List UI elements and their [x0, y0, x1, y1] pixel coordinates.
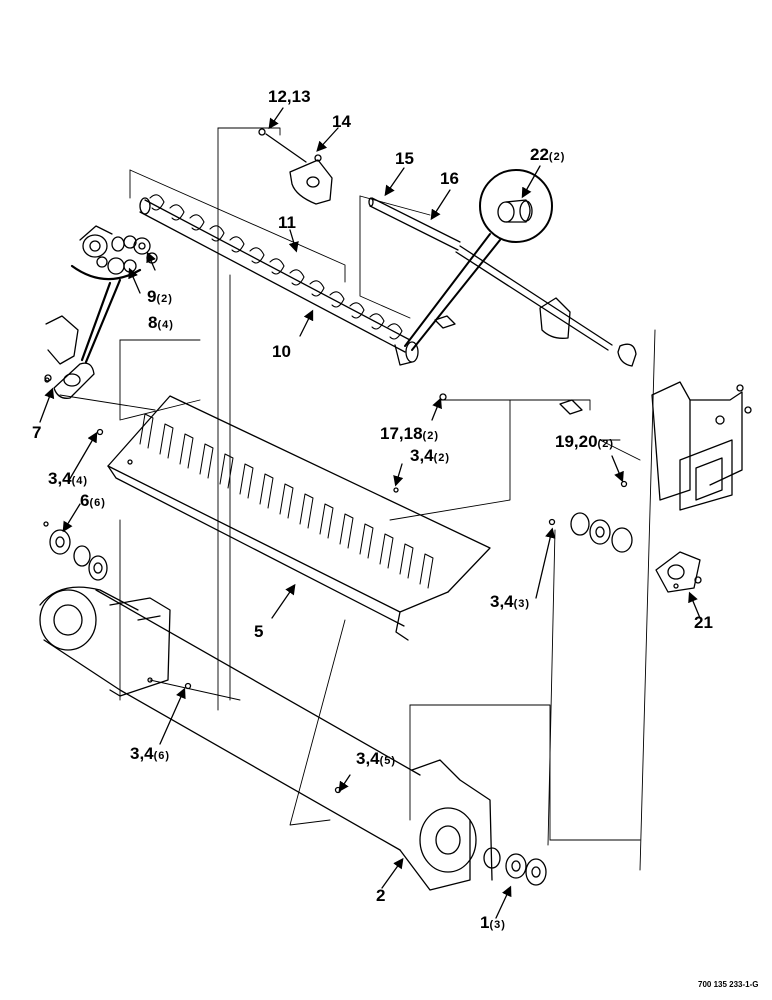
- callout-number: 16: [440, 169, 459, 188]
- callout-number: 9: [147, 287, 157, 306]
- right-bearing-stack: [548, 512, 702, 593]
- callout-1: 1(3): [480, 914, 506, 931]
- bottom-bearing-stack: [483, 847, 547, 886]
- callout-3-4-lower-left: 3,4(6): [130, 745, 170, 762]
- callout-number: 5: [254, 622, 264, 641]
- callout-number: 3,4: [410, 446, 434, 465]
- callout-number: 7: [32, 423, 42, 442]
- callout-2: 2: [376, 887, 385, 904]
- callout-quantity: (2): [597, 438, 614, 450]
- callout-12-13: 12,13: [268, 88, 311, 105]
- callout-17-18: 17,18(2): [380, 425, 439, 442]
- callout-11: 11: [278, 214, 296, 231]
- top-bracket: [258, 128, 333, 205]
- callout-7: 7: [32, 424, 41, 441]
- callout-number: 3,4: [356, 749, 380, 768]
- callout-number: 22: [530, 145, 549, 164]
- callout-3-4-top: 3,4(2): [410, 447, 450, 464]
- callout-3-4-lower-middle: 3,4(5): [356, 750, 396, 767]
- auger-assembly: [139, 194, 419, 366]
- callout-22: 22(2): [530, 146, 565, 163]
- callout-number: 3,4: [490, 592, 514, 611]
- callout-3-4-left: 3,4(4): [48, 470, 88, 487]
- callout-quantity: (6): [153, 750, 171, 762]
- callout-quantity: (4): [71, 475, 89, 487]
- callout-21: 21: [694, 614, 713, 631]
- callout-19-20: 19,20(2): [555, 433, 614, 450]
- callout-number: 12,13: [268, 87, 311, 106]
- callout-number: 6: [80, 491, 90, 510]
- callout-quantity: (6): [89, 497, 106, 509]
- bearing-detail-arc: [70, 264, 142, 364]
- callout-15: 15: [395, 150, 414, 167]
- callout-number: 8: [148, 313, 158, 332]
- callout-number: 19,20: [555, 432, 598, 451]
- leader-arrows: [39, 107, 701, 919]
- callout-3-4-right: 3,4(3): [490, 593, 530, 610]
- callout-quantity: (2): [548, 151, 566, 163]
- drawing-code: 700 135 233-1-G: [698, 980, 759, 989]
- callout-9: 9(2): [147, 288, 173, 305]
- bearing-parts-top: [79, 225, 158, 275]
- callout-quantity: (5): [379, 755, 397, 767]
- callout-number: 14: [332, 112, 351, 131]
- callout-8: 8(4): [148, 314, 174, 331]
- callout-number: 10: [272, 342, 291, 361]
- callout-number: 1: [480, 913, 490, 932]
- grate-trough: [96, 395, 491, 641]
- hardware-fasteners: [147, 393, 628, 794]
- callout-16: 16: [440, 170, 459, 187]
- bottom-housing-tube: [39, 586, 493, 891]
- callout-number: 17,18: [380, 424, 423, 443]
- callout-quantity: (4): [157, 319, 174, 331]
- callout-10: 10: [272, 343, 291, 360]
- alignment-lines: [59, 127, 656, 871]
- left-bearing-assembly: [44, 315, 95, 399]
- callout-quantity: (3): [513, 598, 531, 610]
- callout-number: 3,4: [130, 744, 154, 763]
- callout-quantity: (2): [433, 452, 451, 464]
- left-bearing-stack: [43, 521, 108, 581]
- callout-number: 15: [395, 149, 414, 168]
- rod-assembly: [368, 197, 637, 367]
- callout-number: 2: [376, 886, 386, 905]
- callout-5: 5: [254, 623, 263, 640]
- right-frame-bracket: [651, 381, 752, 511]
- callout-number: 21: [694, 613, 713, 632]
- callout-quantity: (2): [156, 293, 173, 305]
- callout-quantity: (2): [422, 430, 439, 442]
- callout-6: 6(6): [80, 492, 106, 509]
- bushing-detail-circle: [404, 169, 553, 351]
- callout-14: 14: [332, 113, 351, 130]
- callout-number: 3,4: [48, 469, 72, 488]
- callout-quantity: (3): [489, 919, 506, 931]
- callout-number: 11: [278, 213, 296, 232]
